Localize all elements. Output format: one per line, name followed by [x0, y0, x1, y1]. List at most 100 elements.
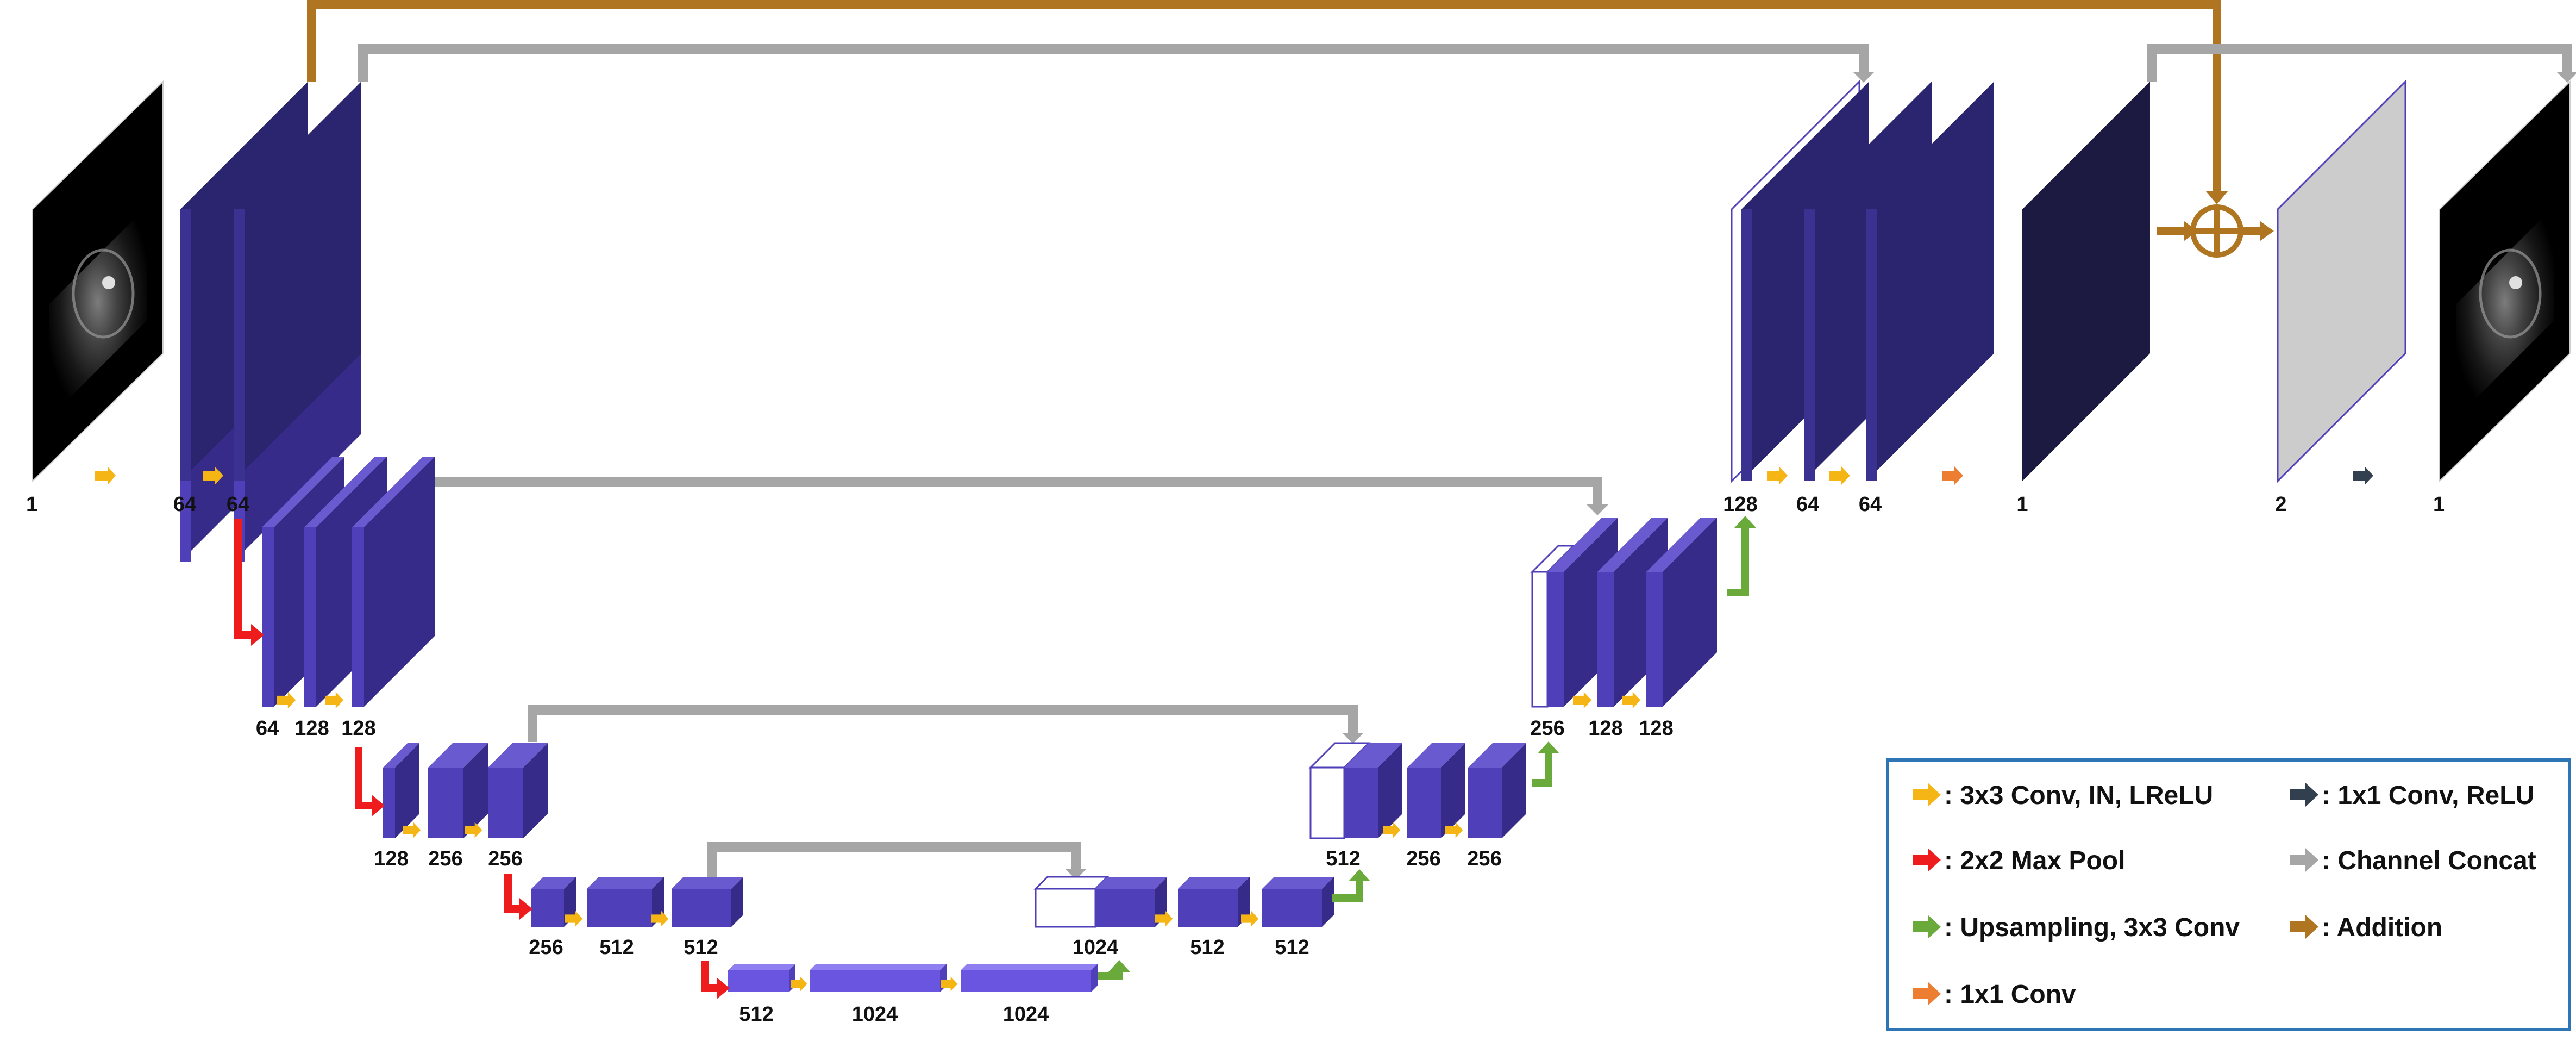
conv-arrow [1383, 822, 1401, 838]
upsample-arrow [1727, 516, 1756, 596]
conv-arrow [465, 822, 482, 838]
head-plate-gray [2277, 79, 2406, 483]
enc3-label-1: 128 [374, 847, 408, 870]
enc3-block-3 [488, 743, 548, 838]
legend-text: : Upsampling, 3x3 Conv [1944, 913, 2240, 942]
bottleneck-label-3: 1024 [1003, 1003, 1049, 1026]
dec3-label-3: 256 [1467, 847, 1501, 870]
legend-item-addition: : Addition [2290, 913, 2442, 942]
enc4-block-2 [587, 877, 664, 927]
addition-skip [307, 0, 2221, 197]
legend-item-upsample: : Upsampling, 3x3 Conv [1913, 913, 2240, 942]
conv-arrow [791, 976, 807, 992]
conv-arrow [651, 911, 669, 927]
legend-text: : 1x1 Conv, ReLU [2322, 781, 2534, 810]
dec3-label-2: 256 [1406, 847, 1440, 870]
concat-arrowhead-level2 [1587, 504, 1608, 515]
conv-arrow [565, 911, 583, 927]
conv1x1-relu-arrow [2353, 466, 2373, 485]
legend-text: : Addition [2322, 913, 2442, 942]
legend-item-pool: : 2x2 Max Pool [1913, 846, 2125, 875]
dec4-block-1 [1095, 877, 1167, 927]
output-channel-label: 1 [2433, 493, 2445, 516]
concat-arrowhead-level3 [1342, 733, 1364, 744]
enc1-plates [180, 82, 361, 481]
legend-box [1886, 758, 2571, 1031]
dec1-label-3: 64 [1859, 493, 1882, 516]
legend-arrow-icon [2290, 783, 2318, 807]
enc3-block-2 [428, 743, 488, 838]
addition-operator [2157, 204, 2274, 258]
dec3-block-2 [1407, 743, 1465, 838]
conv-arrow [203, 466, 223, 485]
enc3-label-3: 256 [488, 847, 522, 870]
legend-arrow-icon [2290, 848, 2318, 872]
enc2-label-2: 128 [294, 717, 329, 740]
dec2-label-1: 256 [1530, 717, 1564, 740]
feature-blocks [180, 79, 2406, 992]
dec1-label-2: 64 [1796, 493, 1819, 516]
dec3-block-1 [1344, 743, 1402, 838]
enc4-label-2: 512 [599, 936, 634, 959]
input-channel-label: 1 [26, 493, 37, 516]
upsample-arrow [1532, 741, 1559, 787]
concat-arrowhead-level1 [1853, 72, 1875, 83]
legend-text: : Channel Concat [2322, 846, 2536, 875]
enc1-label-1: 64 [173, 493, 196, 516]
output-image [2439, 80, 2571, 483]
legend-arrow-icon [1913, 848, 1941, 872]
conv-arrow [1155, 911, 1173, 927]
enc1-label-2: 64 [227, 493, 249, 516]
legend-text: : 2x2 Max Pool [1944, 846, 2125, 875]
enc3-block-1 [383, 743, 419, 838]
upsample-arrow [1332, 869, 1370, 902]
concat-arrowhead-level4 [1065, 869, 1087, 880]
legend-text: : 1x1 Conv [1944, 980, 2076, 1009]
enc2-label-1: 64 [256, 717, 279, 740]
dec3-label-1: 512 [1326, 847, 1360, 870]
legend-item-concat: : Channel Concat [2290, 846, 2536, 875]
conv-arrow [1445, 822, 1463, 838]
dec4-label-2: 512 [1190, 936, 1224, 959]
conv-arrow [1573, 691, 1592, 709]
enc4-label-1: 256 [529, 936, 563, 959]
concat-skip-level4 [707, 842, 1081, 878]
addition-arrowhead [2206, 191, 2228, 204]
head-plate-dark [2022, 82, 2150, 481]
bottleneck-block-3 [961, 964, 1098, 992]
conv-arrow [1829, 466, 1850, 485]
enc2-label-3: 128 [341, 717, 375, 740]
enc4-block-3 [672, 877, 743, 927]
conv-arrow [277, 691, 296, 709]
conv-arrow [1241, 911, 1259, 927]
concat-skip-level3 [528, 705, 1358, 742]
legend-text: : 3x3 Conv, IN, LReLU [1944, 781, 2213, 810]
conv-arrow [325, 691, 344, 709]
conv-arrow [403, 822, 421, 838]
conv1x1-arrow [1942, 466, 1963, 485]
dec4-block-2 [1178, 877, 1250, 927]
dec4-block-3 [1262, 877, 1334, 927]
pool-arrow [355, 747, 385, 816]
bottleneck-block-1 [728, 964, 795, 992]
operation-arrows [203, 466, 2373, 999]
bottleneck-block-2 [810, 964, 947, 992]
concat-skip-level1 [358, 44, 1869, 82]
bottleneck-label-2: 1024 [852, 1003, 898, 1026]
dec4-label-3: 512 [1275, 936, 1309, 959]
dec4-label-1: 1024 [1073, 936, 1119, 959]
conv-arrow [1622, 691, 1641, 709]
enc4-block-1 [531, 877, 576, 927]
head-label-1: 1 [2016, 493, 2028, 516]
enc2-block-3 [352, 457, 435, 707]
legend-arrow-icon [2290, 915, 2318, 939]
legend-item-conv: : 3x3 Conv, IN, LReLU [1913, 781, 2213, 810]
conv-arrow [95, 466, 116, 485]
pool-arrow [504, 874, 532, 920]
legend-arrow-icon [1913, 783, 1941, 807]
enc3-label-2: 256 [428, 847, 462, 870]
dec2-block-3 [1646, 518, 1717, 707]
dec1-label-1: 128 [1723, 493, 1757, 516]
